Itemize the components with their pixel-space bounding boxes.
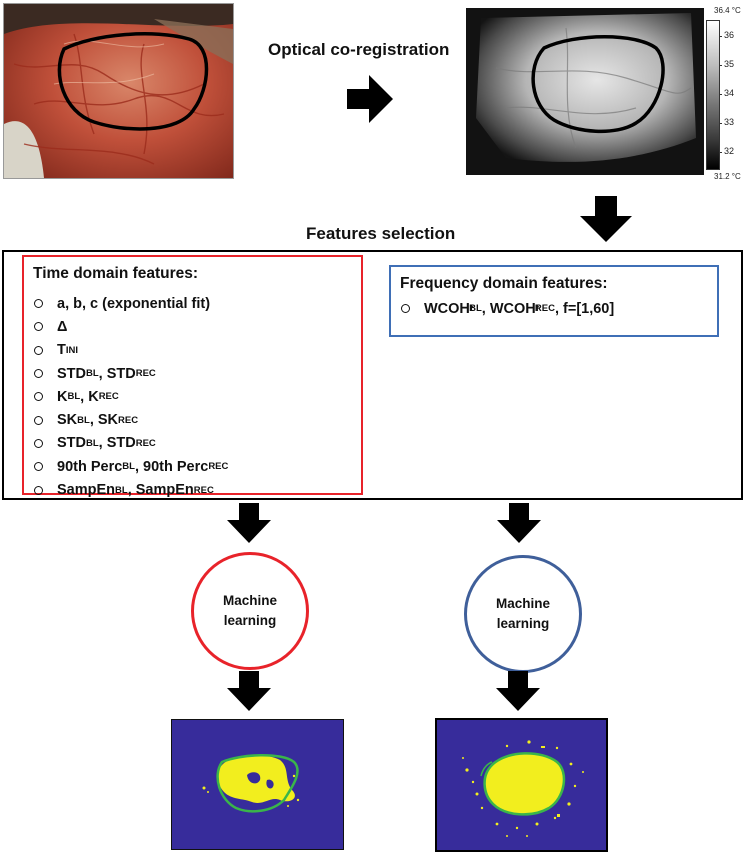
bullet-icon [34,485,43,495]
down-arrow-icon [227,671,271,711]
time-domain-heading: Time domain features: [33,265,199,282]
features-container [2,250,743,500]
machine-learning-time-model: Machine learning [191,552,309,670]
bullet-icon [34,462,43,472]
frequency-domain-heading: Frequency domain features: [400,275,608,292]
time-domain-result-map [171,719,344,850]
machine-learning-frequency-model: Machine learning [464,555,582,673]
time-domain-box: Time domain features: a, b, c (exponenti… [22,255,363,498]
bullet-icon [34,415,43,425]
frequency-domain-result-map [435,718,608,852]
bullet-icon [34,438,43,448]
list-item: Δ [34,315,228,338]
bullet-icon [34,392,43,402]
colorbar-tick: 36 [724,30,735,40]
right-arrow-icon [347,75,393,123]
bullet-icon [34,322,43,332]
bullet-icon [34,369,43,379]
colorbar-tick: 33 [724,117,735,127]
down-arrow-icon [227,503,271,543]
list-item: a, b, c (exponential fit) [34,292,228,315]
bullet-icon [34,345,43,355]
temperature-colorbar: 36.4 °C 36 35 34 33 32 31.2 °C [706,6,746,186]
colorbar-tick: 35 [724,59,735,69]
colorbar-tick: 34 [724,88,735,98]
colorbar-max-label: 36.4 °C [714,6,741,15]
bullet-icon [401,304,410,314]
colorbar-min-label: 31.2 °C [714,172,741,181]
colorbar-gradient [706,20,720,170]
thermal-image [466,8,704,175]
features-selection-title: Features selection [306,224,456,243]
down-arrow-icon [580,196,632,242]
colorbar-tick: 32 [724,146,735,156]
bullet-icon [34,299,43,309]
down-arrow-icon [497,503,541,543]
rgb-brain-photo [3,3,234,179]
down-arrow-icon [496,671,540,711]
coregistration-label: Optical co-registration [268,40,450,59]
